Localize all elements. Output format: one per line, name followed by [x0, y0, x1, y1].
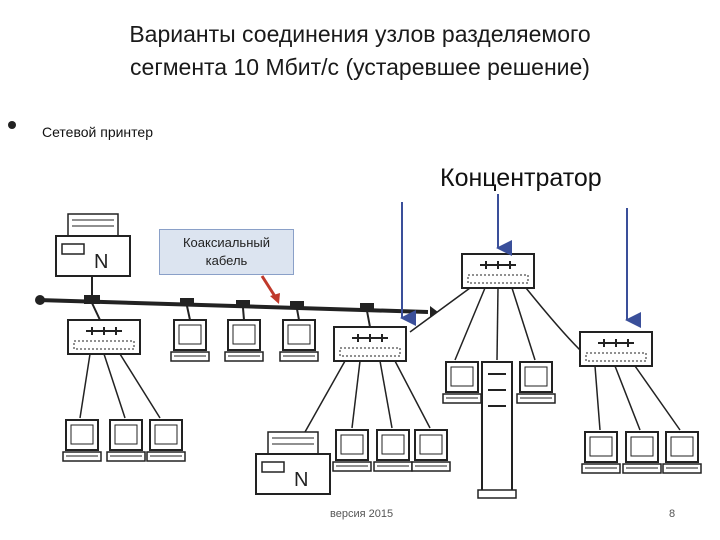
hub-label: Концентратор [440, 164, 602, 192]
title-line-1: Варианты соединения узлов разделяемого [129, 21, 591, 47]
coax-cable-callout: Коаксиальный кабель [159, 229, 294, 275]
bullet-marker [8, 121, 16, 129]
slide-title: Варианты соединения узлов разделяемого с… [60, 18, 660, 84]
bullet-network-printer: Сетевой принтер [42, 124, 153, 140]
title-line-2: сегмента 10 Мбит/с (устаревшее решение) [130, 54, 590, 80]
footer-version: версия 2015 [330, 508, 394, 520]
callout-line-2: кабель [205, 253, 248, 268]
callout-line-1: Коаксиальный [182, 235, 270, 250]
page-number: 8 [669, 508, 676, 520]
